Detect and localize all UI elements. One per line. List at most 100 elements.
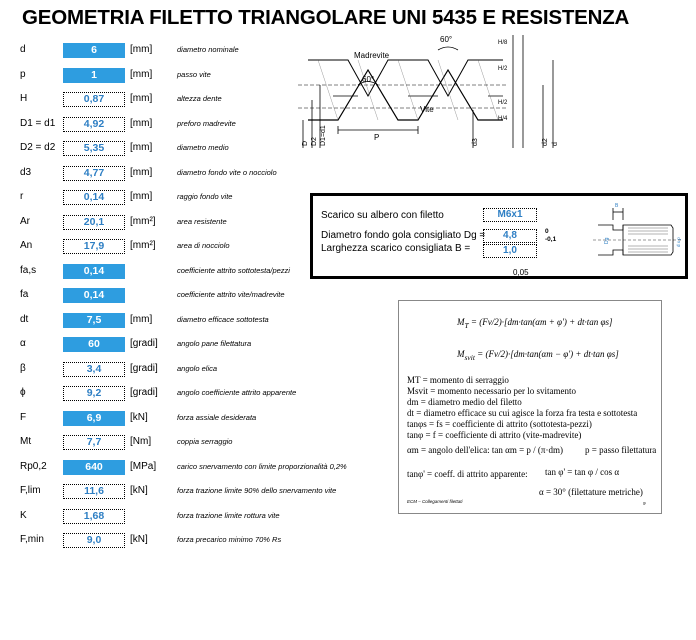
h2-label-lower: H/2 — [498, 100, 508, 106]
parameter-input[interactable]: 7,5 — [63, 312, 125, 328]
scarico-panel: Scarico su albero con filetto M6x1 Diame… — [310, 193, 688, 279]
parameter-unit: [mm] — [130, 166, 153, 178]
parameter-input[interactable]: 0,14 — [63, 288, 125, 303]
parameter-description: altezza dente — [177, 94, 222, 103]
page-title: GEOMETRIA FILETTO TRIANGOLARE UNI 5435 E… — [22, 6, 630, 29]
parameter-symbol: An — [20, 240, 33, 251]
parameter-value: 7,7 — [63, 435, 125, 450]
parameter-row: dt 7,5 [mm] diametro efficace sottotesta — [0, 312, 696, 329]
parameter-symbol: Ar — [20, 215, 30, 227]
parameter-unit: [kN] — [130, 534, 148, 545]
parameter-row: H 0,87 [mm] altezza dente — [0, 92, 696, 108]
parameter-description: coefficiente attrito vite/madrevite — [177, 290, 285, 299]
parameter-input[interactable]: 6,9 — [63, 410, 125, 426]
h8-label: H/8 — [498, 40, 508, 46]
parameter-unit: [mm] — [130, 142, 153, 153]
parameter-row: D1 = d1 4,92 [mm] preforo madrevite — [0, 116, 696, 133]
legend-line: tanφs = fs = coefficiente di attrito (so… — [407, 419, 592, 429]
parameter-symbol: D2 = d2 — [20, 142, 56, 153]
pitch-label: P — [374, 133, 379, 142]
parameter-description: area resistente — [177, 216, 227, 226]
d3-label: d3 — [472, 138, 479, 146]
parameter-unit: [mm] — [130, 313, 153, 325]
legend-line: MT = momento di serraggio — [407, 375, 509, 385]
parameter-input[interactable]: 60 — [63, 337, 125, 352]
parameter-description: forza trazione limite 90% dello snervame… — [177, 486, 337, 495]
parameter-description: passo vite — [177, 69, 211, 79]
parameter-description: angolo pane filettatura — [177, 339, 252, 348]
parameter-unit: [gradi] — [130, 387, 158, 398]
scarico-thread-value: M6x1 — [483, 208, 537, 222]
parameter-unit: [kN] — [130, 411, 148, 423]
parameter-input[interactable]: 1 — [63, 67, 125, 83]
legend-line: dt = diametro efficace su cui agisce la … — [407, 408, 638, 418]
parameter-unit: [mm] — [130, 93, 153, 104]
dg-tol-upper: 0 — [545, 228, 549, 235]
parameter-description: carico snervamento con limite proporzion… — [177, 461, 347, 471]
h4-label: H/4 — [498, 116, 508, 122]
parameter-row: d 6 [mm] diametro nominale — [0, 43, 696, 59]
b-value: 1,0 — [483, 244, 537, 258]
parameter-description: forza assiale desiderata — [177, 412, 257, 422]
legend-line: dm = diametro medio del filetto — [407, 397, 522, 407]
parameter-symbol: fa,s — [20, 264, 37, 276]
angle-label-upper: 60° — [440, 35, 452, 44]
parameter-symbol: H — [20, 93, 28, 104]
parameter-value: 0,87 — [63, 92, 125, 107]
parameter-unit: [mm²] — [130, 240, 156, 251]
thread-profile-drawing: Madrevite Vite 60° 60° P H/8 H/2 H/2 H/4… — [298, 35, 559, 148]
d2-label: d2 — [542, 138, 549, 146]
parameter-unit: [mm] — [130, 191, 153, 202]
parameter-value: 3,4 — [63, 361, 125, 377]
parameter-row: α 60 [gradi] angolo pane filettatura — [0, 337, 696, 353]
legend-line: Msvit = momento necessario per lo svitam… — [407, 386, 577, 396]
parameter-value: 17,9 — [63, 239, 125, 254]
d-label: d — [552, 142, 559, 146]
parameter-unit: [kN] — [130, 485, 148, 496]
parameter-symbol: α — [20, 338, 26, 349]
parameter-description: diametro efficace sottotesta — [177, 314, 269, 324]
vite-label: Vite — [420, 105, 434, 114]
parameter-input[interactable]: 640 — [63, 459, 125, 475]
parameter-symbol: D1 = d1 — [20, 117, 56, 129]
pitch-note: p = passo filettatura — [585, 445, 657, 455]
parameter-unit: [mm] — [130, 44, 153, 55]
alpha-value: α = 30° (filettature metriche) — [539, 487, 643, 497]
legend-line: tanφ = f = coefficiente di attrito (vite… — [407, 430, 582, 440]
parameter-description: preforo madrevite — [177, 118, 236, 128]
parameter-symbol: dt — [20, 313, 29, 325]
parameter-value: 4,77 — [63, 165, 125, 181]
parameter-description: diametro nominale — [177, 45, 239, 54]
parameter-description: diametro medio — [177, 143, 229, 152]
scarico-title: Scarico su albero con filetto — [321, 210, 444, 221]
parameter-value: 20,1 — [63, 214, 125, 230]
parameter-unit: [gradi] — [130, 362, 158, 374]
angle-label-lower: 60° — [362, 75, 374, 84]
parameter-symbol: d3 — [20, 166, 32, 178]
parameter-unit: [mm] — [130, 117, 153, 129]
alpha-line: αm = angolo dell'elica: tan αm = p / (π·… — [407, 445, 563, 455]
parameter-input[interactable]: 0,14 — [63, 263, 125, 279]
parameter-input[interactable]: 6 — [63, 43, 125, 58]
parameter-unit: [Nm] — [130, 436, 152, 447]
dg-tol-lower: -0,1 — [545, 236, 557, 243]
parameter-description: coppia serraggio — [177, 437, 233, 446]
madrevite-label: Madrevite — [354, 51, 390, 60]
parameter-description: forza precarico minimo 70% Rs — [177, 535, 282, 544]
parameter-unit: [gradi] — [130, 338, 158, 349]
b-tol: 0,05 — [513, 268, 529, 277]
parameter-symbol: K — [20, 509, 27, 521]
h2-label: H/2 — [498, 66, 508, 72]
tan-line: tanφ' = coeff. di attrito apparente: — [407, 469, 528, 479]
parameter-symbol: d — [20, 44, 26, 55]
parameter-value: 4,92 — [63, 116, 125, 132]
